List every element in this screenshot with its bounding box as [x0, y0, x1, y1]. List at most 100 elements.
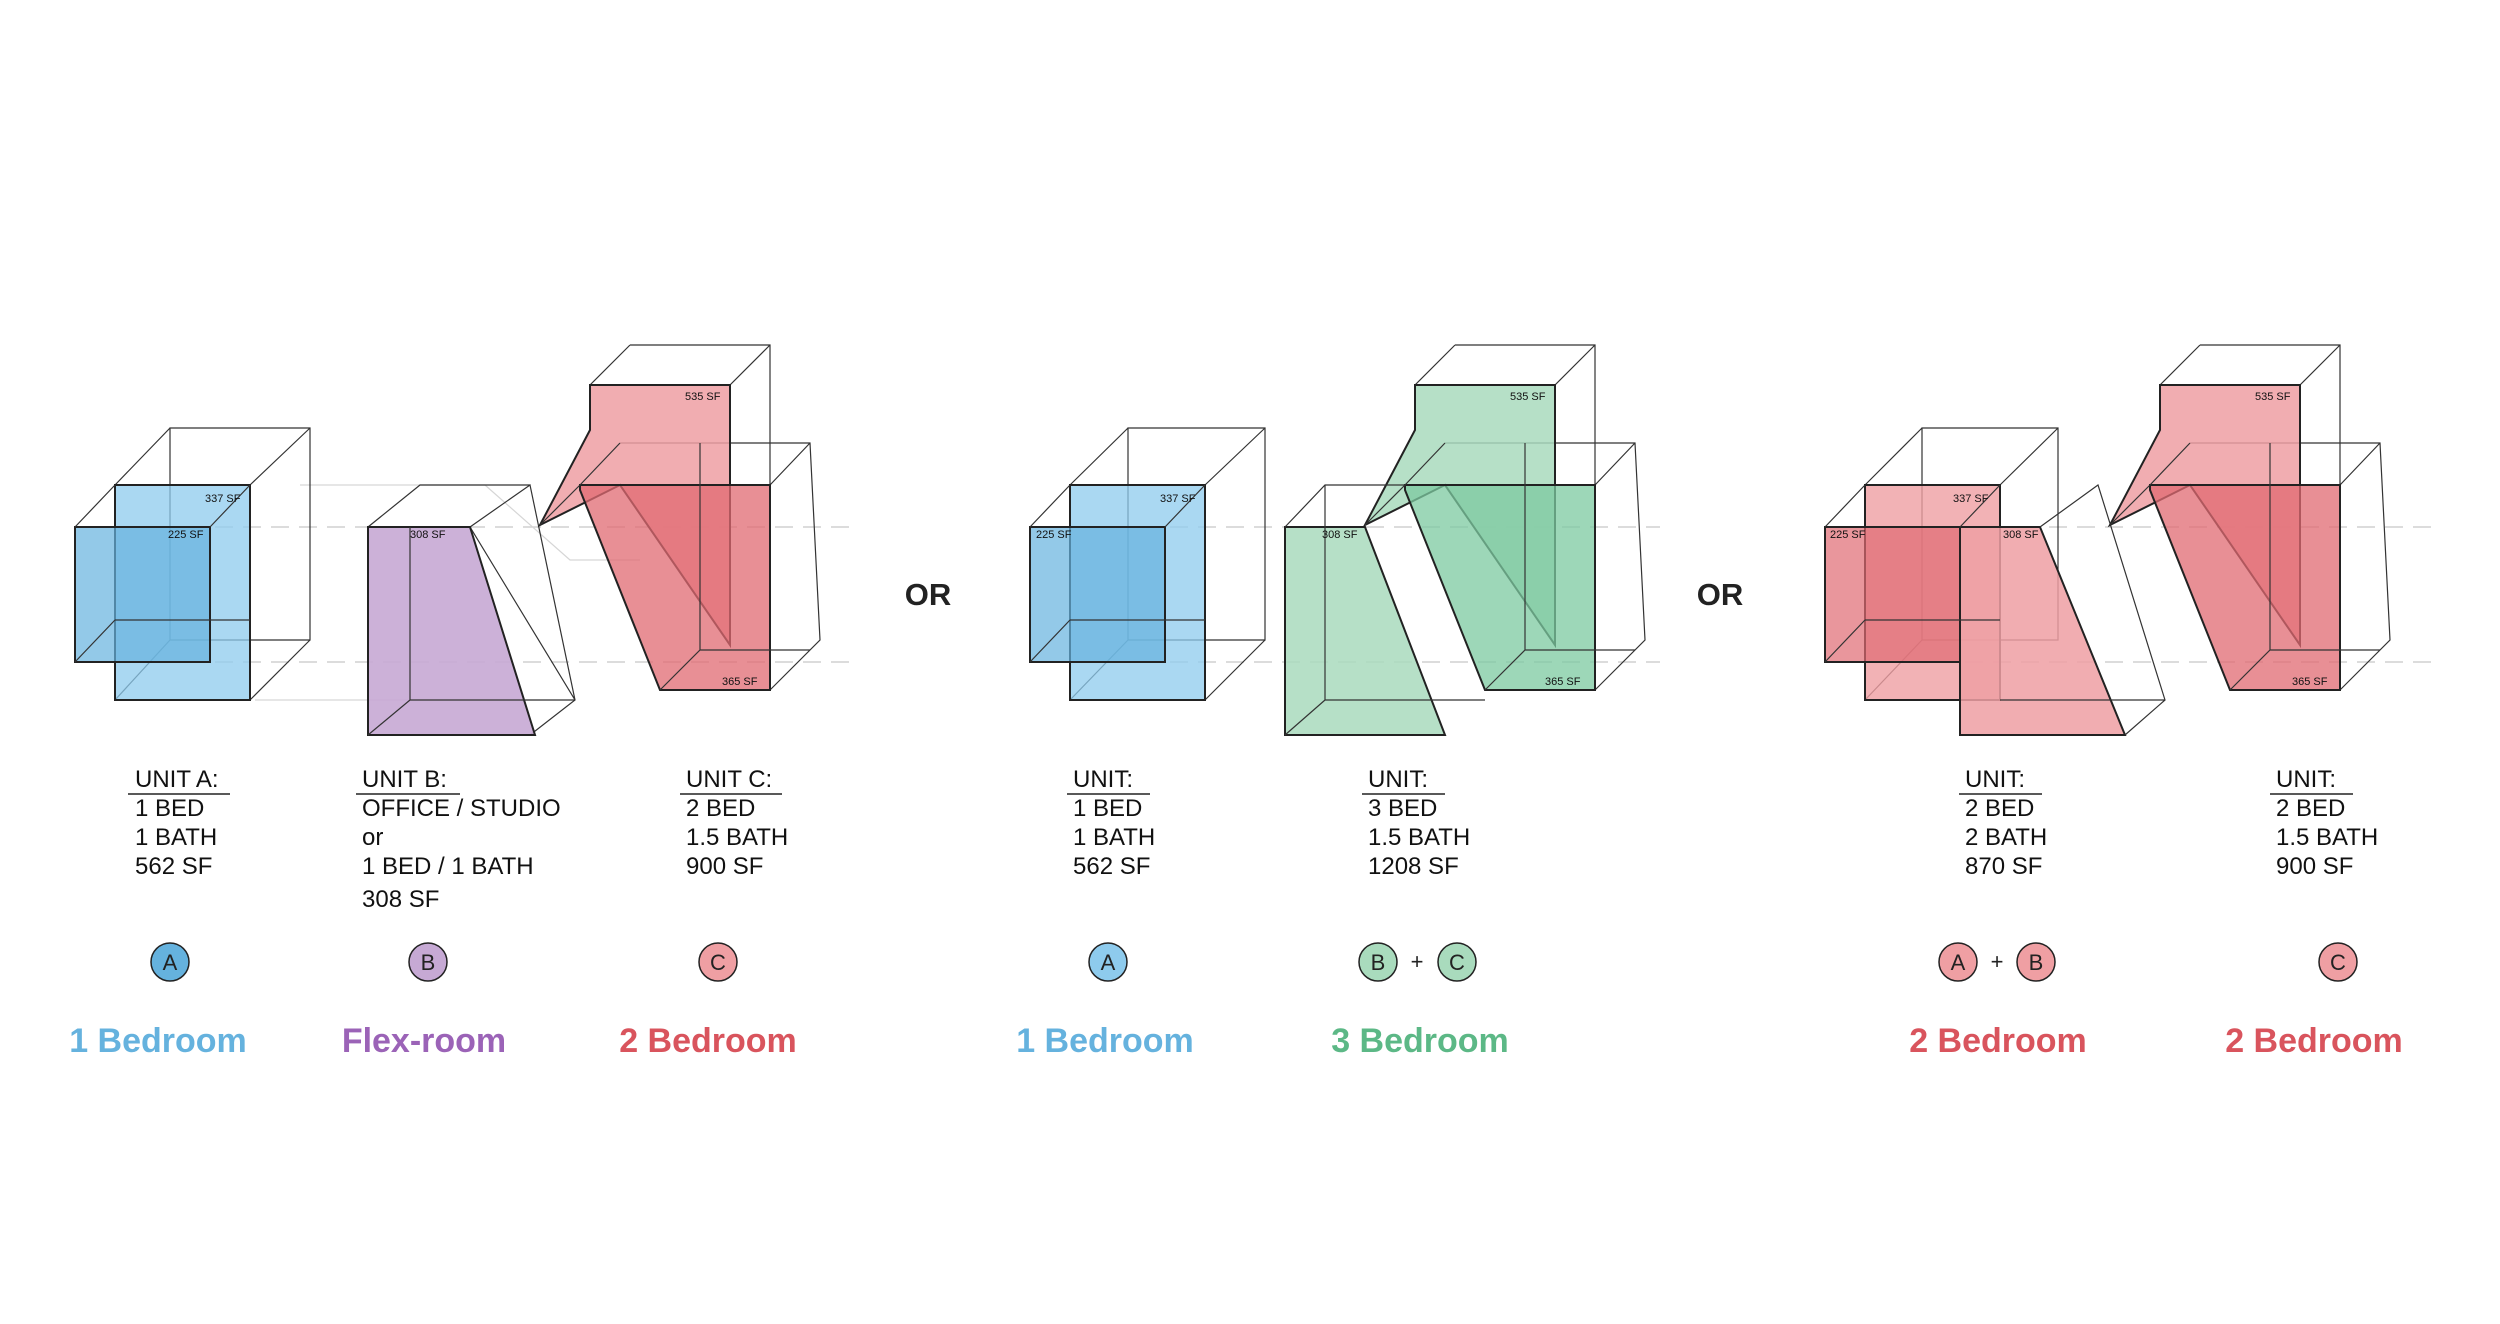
unit-line: OFFICE / STUDIO	[362, 795, 561, 822]
unit-line: 2 BATH	[1965, 824, 2047, 851]
unit-heading: UNIT B:	[362, 766, 447, 793]
category-label: 1 Bedroom	[69, 1022, 247, 1060]
unit-heading: UNIT:	[1965, 766, 2025, 793]
badge-letter: C	[2330, 950, 2346, 975]
unit-bc-info: UNIT: 3 BED 1.5 BATH 1208 SF B + C 3 Bed…	[1331, 766, 1509, 1060]
area-label: 365 SF	[2292, 676, 2328, 688]
area-label: 535 SF	[685, 391, 721, 403]
unit-line: 3 BED	[1368, 795, 1437, 822]
area-label: 535 SF	[2255, 391, 2291, 403]
area-label: 308 SF	[1322, 529, 1358, 541]
badge-b	[408, 942, 448, 982]
area-label: 225 SF	[1036, 529, 1072, 541]
unit-c-face-365	[2149, 484, 2341, 691]
unit-b-face-308	[1284, 526, 1447, 736]
ghost-connector	[300, 484, 640, 561]
unit-line: 900 SF	[2276, 853, 2353, 880]
plus-sign: +	[1991, 949, 2004, 974]
badge-letter: A	[163, 950, 178, 975]
badge-letter: B	[1371, 950, 1386, 975]
unit-line: 1 BATH	[135, 824, 217, 851]
unit-line: 1 BED / 1 BATH	[362, 853, 534, 880]
wireframe	[367, 527, 575, 736]
unit-a-info: UNIT: 1 BED 1 BATH 562 SF A 1 Bedroom	[1016, 766, 1194, 1060]
badge-letter: C	[710, 950, 726, 975]
unit-line: 2 BED	[1965, 795, 2034, 822]
unit-c-face-365	[1404, 484, 1596, 691]
area-label: 308 SF	[410, 529, 446, 541]
badge-letter: A	[1951, 950, 1966, 975]
unit-c-info: UNIT C: 2 BED 1.5 BATH 900 SF C 2 Bedroo…	[619, 766, 797, 1060]
wireframe	[74, 484, 251, 663]
unit-c-massing: 535 SF 365 SF	[2107, 344, 2391, 691]
unit-line: or	[362, 824, 383, 851]
unit-line: 1.5 BATH	[2276, 824, 2378, 851]
wireframe	[1029, 484, 1206, 663]
unit-a-massing: 337 SF 225 SF	[74, 427, 311, 701]
wireframe	[539, 442, 810, 691]
unit-line: 562 SF	[1073, 853, 1150, 880]
area-label: 337 SF	[205, 493, 241, 505]
badge-letter: C	[1449, 950, 1465, 975]
unit-c-face-365	[579, 484, 771, 691]
unit-b-info: UNIT B: OFFICE / STUDIO or 1 BED / 1 BAT…	[342, 766, 561, 1060]
area-label: 308 SF	[2003, 529, 2039, 541]
unit-heading: UNIT C:	[686, 766, 772, 793]
badge-letter: A	[1101, 950, 1116, 975]
unit-heading: UNIT:	[1368, 766, 1428, 793]
unit-a-massing: 337 SF 225 SF	[1029, 427, 1266, 701]
badge-letter: B	[2029, 950, 2044, 975]
unit-ab-massing: 337 SF 225 SF 308 SF	[1824, 427, 2166, 736]
or-separator: OR	[1697, 577, 1744, 612]
area-label: 365 SF	[1545, 676, 1581, 688]
unit-c-info: UNIT: 2 BED 1.5 BATH 900 SF C 2 Bedroom	[2225, 766, 2403, 1060]
unit-line: 1208 SF	[1368, 853, 1459, 880]
area-label: 337 SF	[1953, 493, 1989, 505]
badge-b	[2016, 942, 2056, 982]
unit-line: 1 BED	[1073, 795, 1142, 822]
wireframe	[1824, 484, 2166, 736]
unit-b-face-308	[1959, 526, 2127, 736]
unit-line: 562 SF	[135, 853, 212, 880]
wireframe	[2109, 442, 2380, 691]
unit-line: 1.5 BATH	[686, 824, 788, 851]
badge-c	[698, 942, 738, 982]
area-label: 225 SF	[168, 529, 204, 541]
category-label: 1 Bedroom	[1016, 1022, 1194, 1060]
area-label: 337 SF	[1160, 493, 1196, 505]
unit-line: 1.5 BATH	[1368, 824, 1470, 851]
badge-a	[1088, 942, 1128, 982]
unit-line: 2 BED	[686, 795, 755, 822]
or-separator: OR	[905, 577, 952, 612]
plus-sign: +	[1411, 949, 1424, 974]
badge-c	[2318, 942, 2358, 982]
unit-b-massing: 308 SF	[367, 483, 576, 736]
badge-c	[1437, 942, 1477, 982]
badge-a	[1938, 942, 1978, 982]
unit-line: 1 BATH	[1073, 824, 1155, 851]
wireframe	[1284, 442, 1635, 736]
category-label: 2 Bedroom	[619, 1022, 797, 1060]
unit-line: 2 BED	[2276, 795, 2345, 822]
unit-c-massing: 535 SF 365 SF	[537, 344, 821, 691]
unit-ab-info: UNIT: 2 BED 2 BATH 870 SF A + B 2 Bedroo…	[1909, 766, 2087, 1060]
unit-heading: UNIT:	[2276, 766, 2336, 793]
badge-letter: B	[421, 950, 436, 975]
unit-line: 870 SF	[1965, 853, 2042, 880]
unit-heading: UNIT A:	[135, 766, 219, 793]
unit-bc-massing: 535 SF 308 SF 365 SF	[1284, 344, 1646, 736]
category-label: Flex-room	[342, 1022, 506, 1060]
group-2: 337 SF 225 SF 535 SF 308 SF 365 SF UNIT:…	[1016, 344, 1660, 1060]
unit-line: 308 SF	[362, 886, 439, 913]
group-1: 337 SF 225 SF 308 SF 535 SF 365 SF UNIT …	[69, 344, 855, 1060]
unit-a-face-225	[74, 526, 211, 663]
unit-b-face-308	[367, 526, 537, 736]
area-label: 535 SF	[1510, 391, 1546, 403]
unit-line: 1 BED	[135, 795, 204, 822]
unit-a-face-225	[1029, 526, 1166, 663]
area-label: 225 SF	[1830, 529, 1866, 541]
area-label: 365 SF	[722, 676, 758, 688]
badge-b	[1358, 942, 1398, 982]
category-label: 2 Bedroom	[1909, 1022, 2087, 1060]
